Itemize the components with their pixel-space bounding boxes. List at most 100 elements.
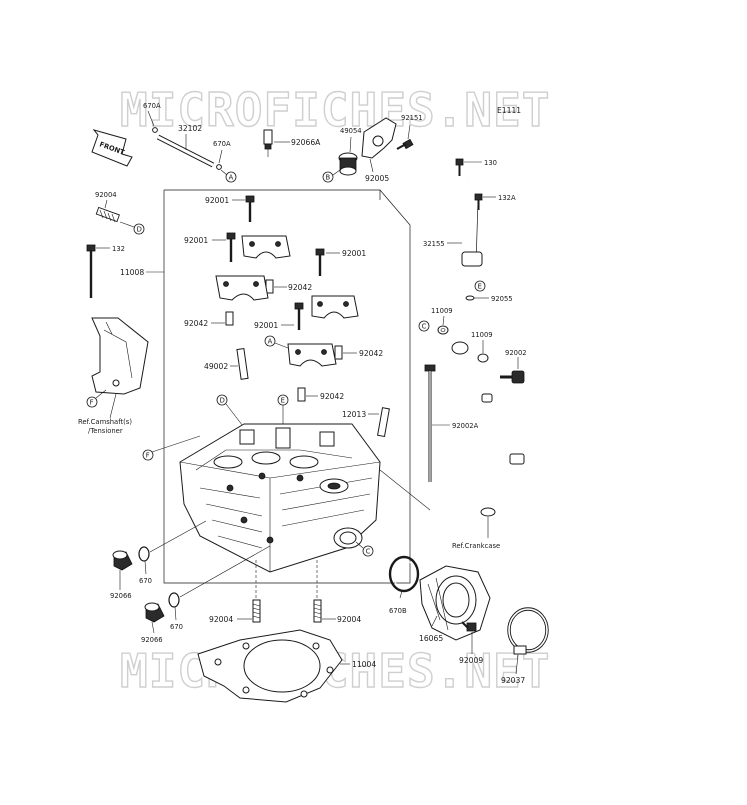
plug-92066-b: 92066 bbox=[141, 602, 165, 644]
callout-F-mid: F bbox=[142, 435, 201, 461]
svg-text:130: 130 bbox=[484, 159, 497, 167]
dowel-92042-b: 92042 bbox=[184, 311, 234, 328]
svg-text:D: D bbox=[137, 226, 142, 234]
svg-text:Ref.Camshaft(s): Ref.Camshaft(s) bbox=[78, 418, 132, 426]
svg-text:C: C bbox=[366, 548, 371, 556]
bolt-92002: 92002 bbox=[500, 349, 527, 384]
bolt-92151: 92151 bbox=[396, 114, 423, 150]
svg-text:670: 670 bbox=[170, 623, 183, 631]
dowel-92042-d: 92042 bbox=[297, 387, 344, 402]
label-11008: 11008 bbox=[120, 268, 164, 277]
cap-49054: 49054 bbox=[338, 127, 362, 176]
callout-C-right: C bbox=[418, 320, 430, 332]
front-arrow-icon: FRONT bbox=[91, 129, 133, 167]
svg-text:16065: 16065 bbox=[419, 634, 443, 643]
callout-C-mid: C bbox=[355, 541, 374, 557]
cam-cap-1 bbox=[241, 235, 291, 259]
cylinder-head bbox=[179, 423, 381, 573]
bolt-92001-b: 92001 bbox=[184, 232, 236, 262]
pin-670A-mid: 670A bbox=[213, 140, 231, 170]
svg-text:F: F bbox=[146, 452, 150, 460]
gasket-11004: 11004 bbox=[197, 629, 376, 703]
washer-11009-a: 11009 bbox=[431, 307, 453, 335]
pin-670A-top: 670A bbox=[143, 102, 161, 133]
svg-text:670A: 670A bbox=[213, 140, 231, 148]
svg-text:92001: 92001 bbox=[342, 249, 366, 258]
oring-670-b: 670 bbox=[168, 545, 271, 631]
bolt-130: 130 bbox=[455, 158, 497, 176]
svg-text:92055: 92055 bbox=[491, 295, 513, 303]
svg-text:670B: 670B bbox=[389, 607, 407, 615]
svg-text:A: A bbox=[229, 174, 234, 182]
svg-text:132: 132 bbox=[112, 245, 125, 253]
callout-F-left: F bbox=[86, 389, 107, 408]
svg-text:92151: 92151 bbox=[401, 114, 423, 122]
sensor-92066A: 92066A bbox=[263, 129, 321, 157]
callout-A-top: A bbox=[220, 169, 237, 183]
svg-text:B: B bbox=[326, 174, 331, 182]
plug-92066-a: 92066 bbox=[110, 550, 133, 600]
dowel-92042-a: 92042 bbox=[265, 279, 312, 294]
svg-text:D: D bbox=[220, 397, 225, 405]
svg-text:C: C bbox=[422, 323, 427, 331]
svg-text:92042: 92042 bbox=[288, 283, 312, 292]
dowel-92042-c: 92042 bbox=[334, 345, 383, 360]
bolt-92001-c: 92001 bbox=[315, 248, 366, 276]
bolt-92002A: 92002A bbox=[379, 364, 479, 511]
ref-crankcase: Ref.Crankcase bbox=[452, 517, 500, 550]
rod-32102: 32102 bbox=[156, 124, 215, 168]
bolt-132: 132 bbox=[86, 244, 125, 298]
oring-670-a: 670 bbox=[138, 520, 207, 585]
svg-text:92004: 92004 bbox=[337, 615, 361, 624]
svg-text:32102: 32102 bbox=[178, 124, 202, 133]
svg-text:132A: 132A bbox=[498, 194, 516, 202]
cam-cap-2 bbox=[215, 275, 269, 301]
callout-E-mid: E bbox=[277, 394, 289, 430]
svg-text:92001: 92001 bbox=[184, 236, 208, 245]
svg-text:11009: 11009 bbox=[431, 307, 453, 315]
svg-text:Ref.Crankcase: Ref.Crankcase bbox=[452, 542, 500, 550]
tensioner-bracket bbox=[91, 317, 149, 395]
stud-92004-left: 92004 bbox=[209, 560, 261, 624]
svg-text:92042: 92042 bbox=[184, 319, 208, 328]
svg-text:92009: 92009 bbox=[459, 656, 483, 665]
svg-text:92004: 92004 bbox=[209, 615, 233, 624]
svg-text:92002: 92002 bbox=[505, 349, 527, 357]
svg-text:49054: 49054 bbox=[340, 127, 362, 135]
ref-camshaft: Ref.Camshaft(s) /Tensioner bbox=[78, 393, 132, 435]
svg-text:670A: 670A bbox=[143, 102, 161, 110]
diagram-code: E1111 bbox=[497, 106, 521, 115]
svg-text:/Tensioner: /Tensioner bbox=[88, 427, 123, 435]
bolt-92001-d: 92001 bbox=[254, 302, 304, 330]
svg-text:11009: 11009 bbox=[471, 331, 493, 339]
svg-text:12013: 12013 bbox=[342, 410, 366, 419]
clamp-92037: 92037 bbox=[501, 607, 549, 685]
bolt-92001-a: 92001 bbox=[205, 195, 255, 222]
svg-text:92066A: 92066A bbox=[291, 138, 321, 147]
washer-11009-b: 11009 bbox=[471, 331, 493, 363]
svg-text:32155: 32155 bbox=[423, 240, 445, 248]
svg-text:92066: 92066 bbox=[141, 636, 163, 644]
svg-text:92004: 92004 bbox=[95, 191, 117, 199]
tube-12013: 12013 bbox=[342, 407, 390, 438]
svg-text:A: A bbox=[268, 338, 273, 346]
intake-holder-16065: 16065 bbox=[419, 565, 491, 643]
svg-text:92002A: 92002A bbox=[452, 422, 479, 430]
oring-670B: 670B bbox=[388, 555, 420, 615]
svg-text:92005: 92005 bbox=[365, 174, 389, 183]
svg-text:11008: 11008 bbox=[120, 268, 144, 277]
svg-text:92066: 92066 bbox=[110, 592, 132, 600]
svg-text:F: F bbox=[90, 399, 94, 407]
svg-text:92001: 92001 bbox=[254, 321, 278, 330]
svg-text:92042: 92042 bbox=[320, 392, 344, 401]
cam-cap-4 bbox=[287, 343, 337, 367]
svg-text:92037: 92037 bbox=[501, 676, 525, 685]
svg-text:92001: 92001 bbox=[205, 196, 229, 205]
bolt-132A: 132A bbox=[474, 193, 516, 210]
svg-text:E: E bbox=[281, 397, 285, 405]
svg-text:670: 670 bbox=[139, 577, 152, 585]
bolt-92009: 92009 bbox=[459, 621, 483, 665]
svg-text:92042: 92042 bbox=[359, 349, 383, 358]
